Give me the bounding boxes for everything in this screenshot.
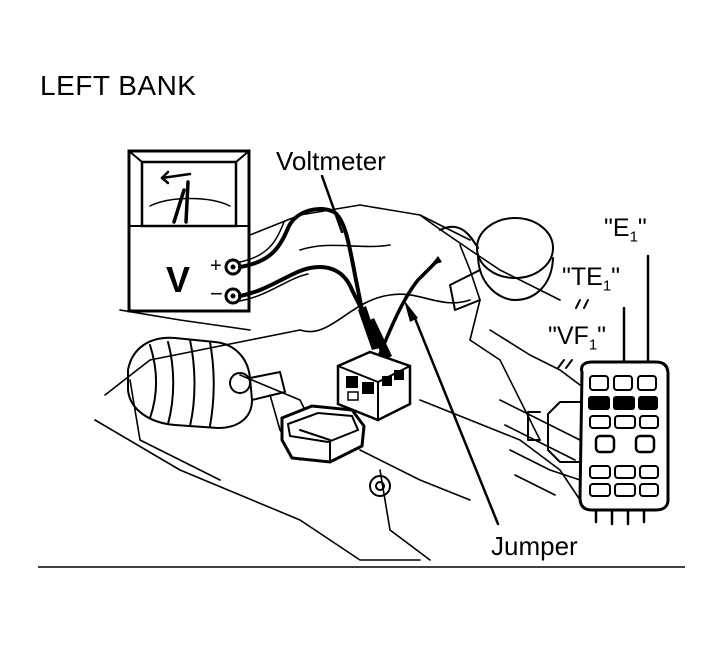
bolt (369, 475, 391, 497)
jumper-leader (412, 314, 500, 526)
e1-terminal (638, 396, 658, 410)
label-ticks (557, 299, 589, 369)
plus-sign: + (210, 255, 222, 277)
meter-direction-arrow (160, 172, 192, 180)
jumper-label: Jumper (491, 531, 578, 561)
voltmeter-leads (238, 207, 374, 332)
vf1-label: "VF1" (548, 322, 607, 354)
diagnosis-connector (527, 360, 670, 526)
air-intake (439, 217, 554, 311)
voltmeter-label: Voltmeter (276, 146, 386, 176)
lead-outline (239, 221, 309, 302)
voltmeter-leader (320, 174, 344, 234)
motor-housing (127, 336, 286, 429)
leader-lines (320, 174, 650, 526)
meter-scale-arc (149, 197, 231, 207)
probe-tips (358, 306, 392, 360)
e1-label: "E1" (604, 214, 647, 246)
minus-sign: − (210, 281, 223, 306)
te1-label: "TE1" (562, 263, 621, 295)
meter-letter: V (166, 259, 191, 300)
jumper-arrowhead (404, 300, 418, 322)
vf1-terminal (588, 396, 610, 410)
te1-terminal (613, 396, 635, 410)
jumper-wire (378, 256, 442, 356)
voltmeter (127, 149, 251, 313)
check-connector (336, 350, 412, 422)
meter-needle (172, 180, 190, 224)
page-title: LEFT BANK (40, 70, 197, 101)
connector-cover (280, 404, 366, 464)
